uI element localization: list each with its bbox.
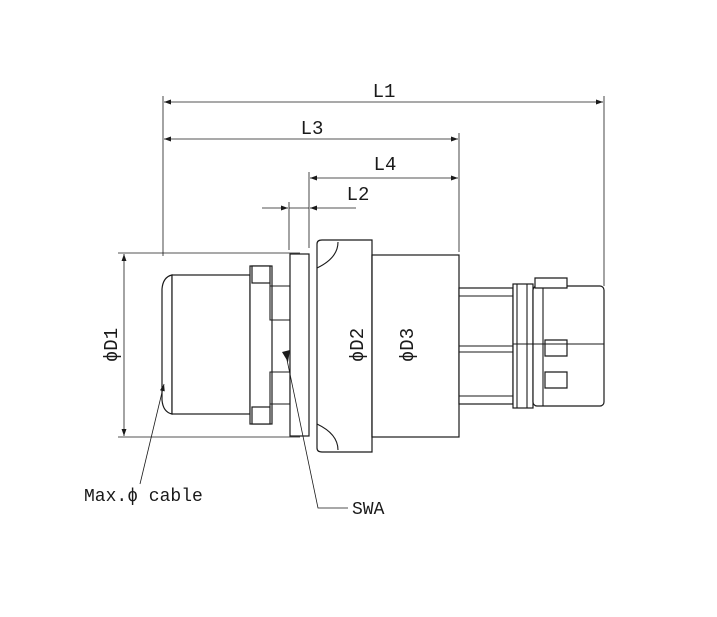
cable-leader bbox=[139, 383, 165, 485]
label-d2: ϕD2 bbox=[347, 328, 369, 362]
swa-leader bbox=[285, 354, 348, 509]
cable-housing bbox=[161, 265, 291, 425]
label-swa: SWA bbox=[352, 500, 385, 520]
label-l4: L4 bbox=[374, 154, 397, 176]
label-l3: L3 bbox=[301, 118, 324, 140]
swa-ring bbox=[289, 253, 310, 437]
label-d1: ϕD1 bbox=[101, 328, 123, 362]
label-cable: Max.ϕ cable bbox=[84, 487, 203, 507]
leader-lines bbox=[139, 350, 348, 509]
main-body bbox=[316, 239, 460, 453]
label-l2: L2 bbox=[347, 184, 370, 206]
label-l1: L1 bbox=[373, 81, 396, 103]
dimension-labels: L1 L3 L4 L2 ϕD1 ϕD2 ϕD3 Max.ϕ cable SWA bbox=[84, 81, 419, 520]
extension-lines bbox=[118, 96, 605, 438]
front-insert bbox=[458, 277, 605, 409]
label-d3: ϕD3 bbox=[397, 328, 419, 362]
